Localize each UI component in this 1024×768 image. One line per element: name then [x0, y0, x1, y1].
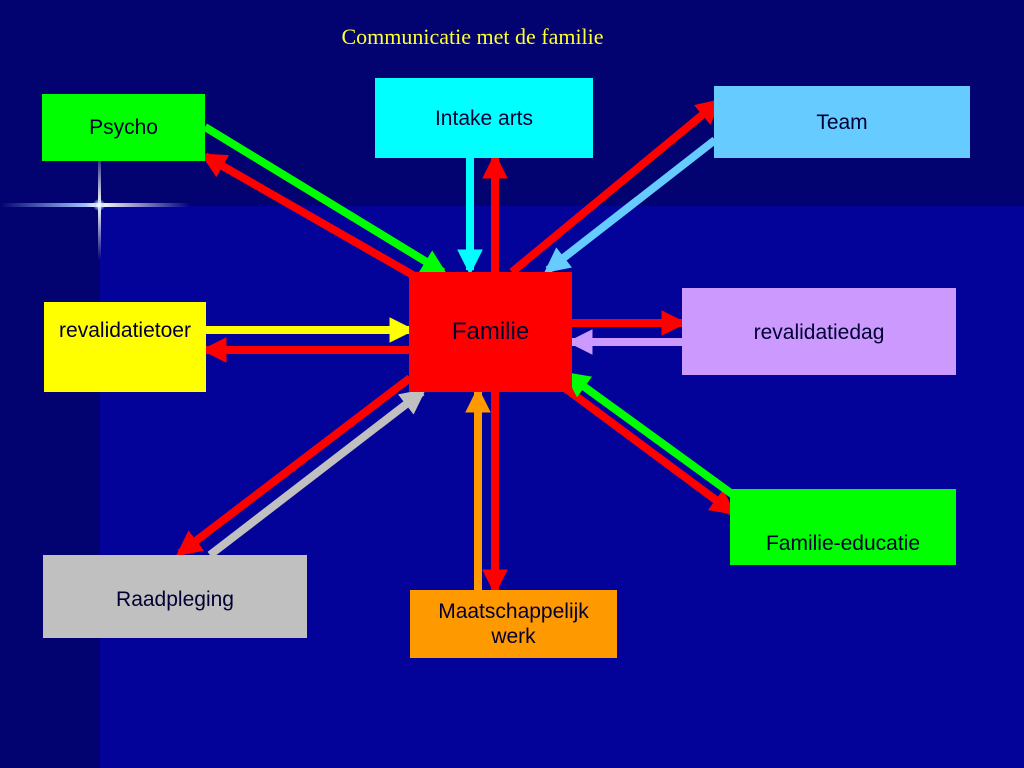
- node-familie-label: Familie: [451, 317, 530, 345]
- arrow-familie-to-team: [509, 98, 722, 276]
- arrow-familie-to-psycho: [200, 152, 427, 286]
- node-maatschappelijk-line1: Maatschappelijk: [438, 599, 589, 623]
- arrow-psycho-to-familie: [202, 123, 448, 276]
- node-revalidatietoer-label: revalidatietoer: [59, 319, 191, 342]
- node-intake-arts-label: Intake arts: [434, 107, 534, 130]
- node-maatschappelijk-werk-label: Maatschappelijk werk: [410, 599, 617, 649]
- node-familie: Familie: [409, 272, 572, 392]
- node-intake-arts: Intake arts: [375, 78, 593, 158]
- node-revalidatiedag-label: revalidatiedag: [753, 321, 885, 344]
- arrow-educatie-to-familie: [563, 371, 735, 498]
- light-flare-center: [93, 199, 105, 211]
- node-raadpleging: Raadpleging: [43, 555, 307, 638]
- node-team-label: Team: [816, 111, 868, 134]
- node-raadpleging-label: Raadpleging: [116, 588, 234, 611]
- node-familie-educatie-label: Familie-educatie: [765, 532, 921, 555]
- node-team: Team: [714, 86, 970, 158]
- node-maatschappelijk-line2: werk: [491, 625, 536, 648]
- node-revalidatiedag: revalidatiedag: [682, 288, 956, 375]
- node-psycho: Psycho: [42, 94, 205, 161]
- node-psycho-label: Psycho: [89, 115, 158, 139]
- arrow-team-to-familie: [543, 136, 718, 274]
- node-familie-educatie: Familie-educatie: [730, 489, 956, 565]
- arrow-raadpleging-to-familie: [207, 388, 427, 559]
- arrow-familie-to-educatie: [562, 384, 737, 516]
- slide-title: Communicatie met de familie: [341, 24, 604, 49]
- node-maatschappelijk-werk: Maatschappelijk werk: [410, 590, 617, 658]
- node-revalidatietoer: revalidatietoer: [44, 302, 206, 392]
- arrow-familie-to-raadpleging: [175, 374, 413, 557]
